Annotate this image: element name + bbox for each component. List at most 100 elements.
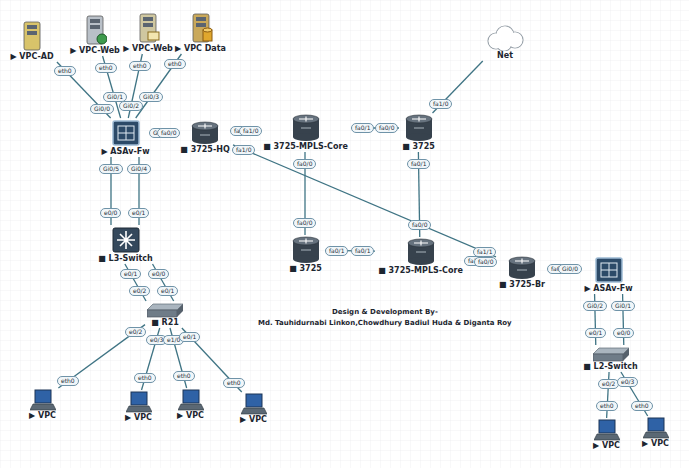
device-symbol	[20, 20, 44, 52]
pc-icon	[30, 390, 56, 410]
interface-label: e0/1	[157, 286, 178, 296]
device-node: ■ 3725-MPLS-Core	[261, 114, 350, 151]
device-label: ▶ VPC	[27, 411, 58, 420]
interface-label: fa0/0	[293, 218, 316, 228]
device-symbol	[111, 119, 141, 147]
device-symbol	[190, 121, 220, 145]
interface-label: fa0/1	[325, 246, 348, 256]
device-symbol	[484, 25, 526, 51]
device-symbol	[241, 393, 267, 415]
device-symbol	[291, 114, 321, 142]
device-label: Net	[483, 51, 527, 60]
device-label: ■ 3725-HQ	[178, 145, 232, 154]
device-symbol	[30, 389, 56, 411]
device-symbol	[593, 346, 629, 362]
interface-label: Gi0/1	[611, 301, 635, 311]
device-label: ■ 3725-MPLS-Core	[261, 142, 350, 151]
pc-icon	[126, 392, 152, 412]
interface-label: e0/3	[617, 377, 638, 387]
interface-label: fa0/0	[408, 220, 431, 230]
interface-label: eth0	[95, 63, 117, 73]
interface-label: e0/0	[613, 328, 634, 338]
l2-icon	[147, 304, 183, 317]
device-node: ■ L3-Switch	[96, 226, 155, 263]
router-icon	[509, 257, 535, 279]
interface-label: fa1/0	[239, 126, 262, 136]
device-label: ▶ VPC	[175, 411, 206, 420]
device-node: ▶ ASAv-Fw	[582, 256, 635, 293]
device-node: ▶ VPC	[238, 393, 269, 424]
device-node: ▶ VPC	[27, 389, 58, 420]
device-symbol	[111, 226, 141, 254]
interface-label: fa0/0	[293, 159, 316, 169]
device-symbol	[643, 417, 669, 439]
device-node: ▶ VPC-AD	[8, 20, 56, 61]
pc-icon	[178, 390, 204, 410]
interface-label: Gi0/0	[558, 264, 582, 274]
interface-label: e0/0	[100, 208, 121, 218]
device-symbol	[594, 419, 620, 441]
device-label: ▶ VPC	[238, 415, 269, 424]
device-node: ■ R21	[146, 302, 184, 327]
interface-label: e0/2	[125, 327, 146, 337]
interface-label: fa0/0	[375, 123, 398, 133]
interface-label: eth0	[57, 376, 79, 386]
device-symbol	[126, 391, 152, 413]
device-node: Net	[483, 25, 527, 60]
interface-label: e0/2	[129, 286, 150, 296]
device-symbol	[507, 256, 537, 280]
device-symbol	[178, 389, 204, 411]
interface-label: eth0	[631, 401, 653, 411]
server-icon	[193, 14, 212, 42]
router-icon	[293, 237, 319, 263]
pc-icon	[241, 394, 267, 414]
pc-icon	[643, 418, 669, 438]
interface-label: e0/1	[120, 269, 141, 279]
device-symbol	[136, 12, 160, 44]
device-label: ▶ VPC-Web	[121, 44, 175, 53]
device-label: ■ L3-Switch	[96, 254, 155, 263]
device-label: ▶ ASAv-Fw	[582, 284, 635, 293]
device-node: ▶ VPC	[640, 417, 671, 448]
router-icon	[408, 239, 434, 265]
interface-label: eth0	[596, 401, 618, 411]
device-node: ■ 3725	[400, 114, 437, 151]
server-icon	[140, 14, 159, 42]
device-label: ▶ VPC Data	[173, 44, 228, 53]
interface-label: eth0	[54, 66, 76, 76]
device-node: ▶ VPC Data	[173, 12, 228, 53]
device-node: ▶ ASAv-Fw	[99, 119, 152, 156]
interface-label: eth0	[129, 61, 151, 71]
interface-label: e0/1	[179, 332, 200, 342]
interface-label: Gi0/4	[127, 164, 151, 174]
device-label: ▶ ASAv-Fw	[99, 147, 152, 156]
interface-label: fa0/1	[351, 123, 374, 133]
device-label: ▶ VPC-Web	[68, 46, 122, 55]
device-label: ■ 3725	[287, 264, 324, 273]
interface-label: fa0/0	[157, 128, 180, 138]
device-label: ■ 3725	[400, 142, 437, 151]
pc-icon	[594, 420, 620, 440]
device-symbol	[291, 236, 321, 264]
interface-label: eth0	[223, 378, 245, 388]
device-symbol	[404, 114, 434, 142]
cloud-icon	[488, 26, 523, 51]
device-node: ■ L2-Switch	[581, 346, 640, 371]
device-node: ▶ VPC	[591, 419, 622, 450]
device-node: ▶ VPC-Web	[68, 14, 122, 55]
interface-label: Gi0/2	[119, 101, 143, 111]
device-node: ■ 3725-HQ	[178, 121, 232, 154]
interface-label: e0/1	[585, 328, 606, 338]
server-icon	[87, 16, 107, 44]
device-symbol	[147, 302, 183, 318]
device-symbol	[406, 238, 436, 266]
credit-note: Md. Tauhidurnabi Linkon,Chowdhury Badiul…	[258, 319, 512, 328]
device-node: ▶ VPC-Web	[121, 12, 175, 53]
credit-note: Design & Development By-	[332, 308, 438, 317]
network-link	[233, 145, 496, 257]
l3-icon	[113, 228, 139, 252]
device-symbol	[189, 12, 213, 44]
interface-label: fa0/0	[474, 257, 497, 267]
